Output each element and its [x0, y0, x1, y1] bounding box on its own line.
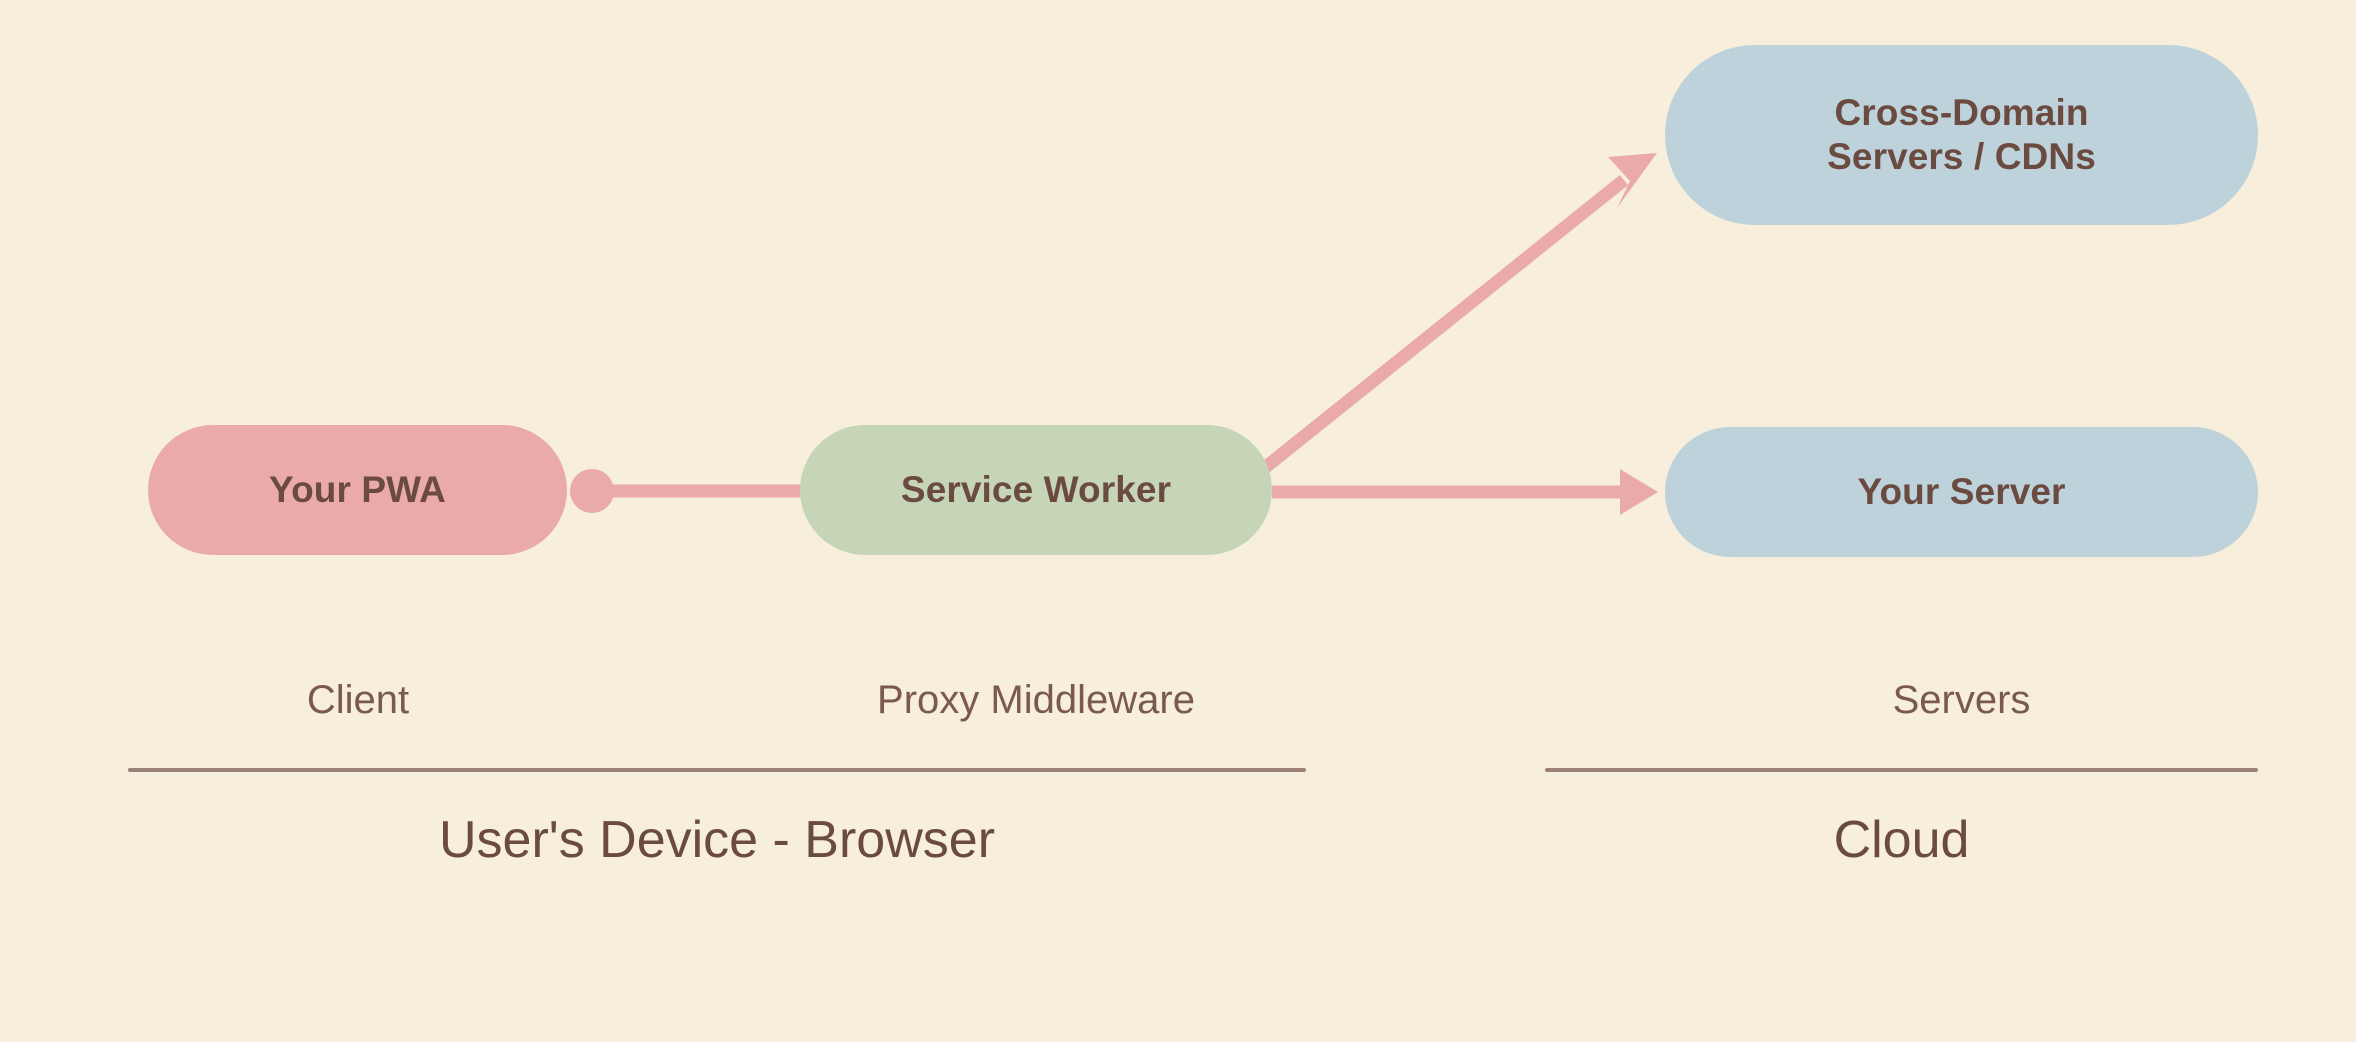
arrowhead-cdn-icon [1608, 153, 1657, 208]
node-service-worker-label: Service Worker [900, 469, 1172, 511]
zone-divider-device [128, 768, 1306, 772]
edge-line-sw-cdn [1257, 174, 1629, 476]
node-your-pwa[interactable]: Your PWA [148, 425, 567, 555]
node-cross-domain-label-line2: Servers / CDNs [1827, 136, 2096, 177]
node-your-pwa-label: Your PWA [269, 469, 446, 511]
arrowhead-server-icon [1620, 469, 1658, 515]
edge-service-worker-to-your-server [1272, 469, 1658, 515]
zone-caption-client: Client [306, 678, 410, 722]
node-your-server-label: Your Server [1857, 471, 2066, 513]
edge-pwa-to-service-worker [570, 469, 812, 513]
zone-title-cloud: Cloud [1833, 811, 1970, 869]
zone-divider-cloud [1545, 768, 2258, 772]
zone-caption-proxy-middleware: Proxy Middleware [877, 678, 1195, 722]
node-cross-domain-label-line1: Cross-Domain [1834, 92, 2089, 134]
node-cross-domain-label: Cross-Domain Servers / CDNs [1827, 91, 2096, 178]
node-cross-domain-servers-cdns[interactable]: Cross-Domain Servers / CDNs [1665, 45, 2258, 225]
zone-caption-servers: Servers [1892, 678, 2031, 722]
node-service-worker[interactable]: Service Worker [800, 425, 1272, 555]
zone-title-users-device-browser: User's Device - Browser [438, 811, 996, 869]
node-your-server[interactable]: Your Server [1665, 427, 2258, 557]
edge-service-worker-to-cross-domain [1257, 153, 1657, 476]
edge-dot-pwa [570, 469, 614, 513]
